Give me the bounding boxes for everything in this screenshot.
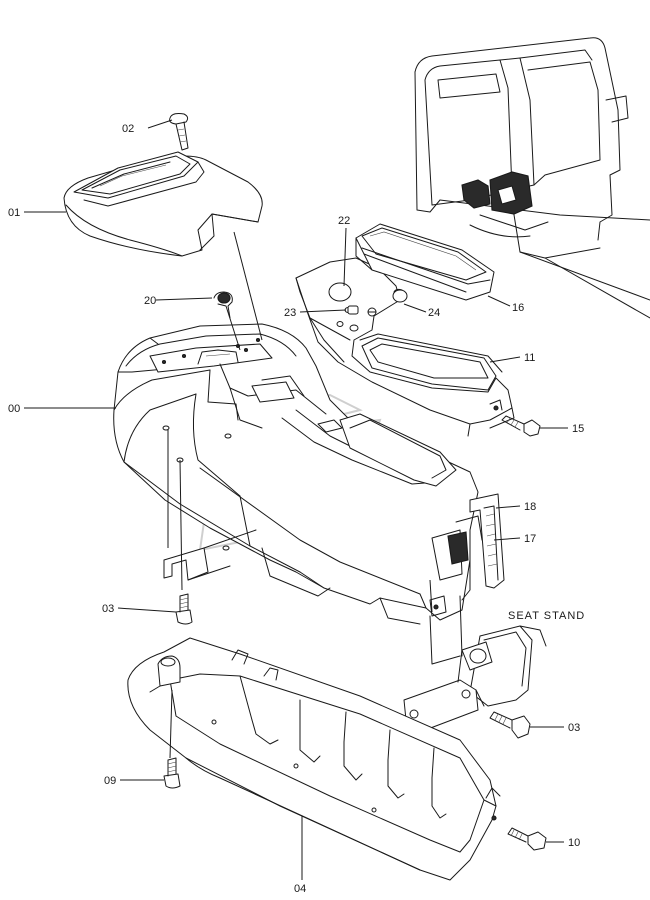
callout-18: 18 [524,501,536,513]
part-23-switch [347,305,377,317]
callout-labels: 01 02 20 00 03 09 04 22 23 24 16 11 15 1… [8,123,585,895]
part-20-clip [213,291,233,319]
excavator-cab-illustration [414,37,650,319]
part-09-bolt [163,757,181,789]
part-04-under-tray [127,637,501,881]
part-03-bolt-upper [175,593,193,625]
callout-23: 23 [284,307,296,319]
callout-03-upper: 03 [102,603,114,615]
seat-stand-label: SEAT STAND [508,610,585,622]
part-17-18-rear-bracket [429,493,505,665]
callout-22: 22 [338,215,350,227]
callout-20: 20 [144,295,156,307]
callout-17: 17 [524,533,536,545]
part-24-knob [392,288,408,303]
callout-09: 09 [104,775,116,787]
part-16-storage-box [355,223,495,301]
part-11-tray [295,257,515,437]
callout-10: 10 [568,837,580,849]
part-01-upper-cover [63,151,263,257]
callout-11: 11 [524,352,535,364]
callout-00: 00 [8,403,20,415]
callout-leaders [24,119,568,880]
callout-15: 15 [572,423,584,435]
assembly-lines [167,231,433,759]
part-15-bolt [501,415,541,437]
part-10-bolt [507,827,547,851]
callout-02: 02 [122,123,134,135]
callout-16: 16 [512,302,524,314]
part-03-bolt-lower [489,711,531,739]
callout-03-lower: 03 [568,722,580,734]
part-02-bolt [169,113,189,151]
part-00-console-body [113,323,479,625]
callout-04: 04 [294,883,306,895]
callout-01: 01 [8,207,20,219]
seat-stand-bracket [403,625,547,733]
callout-24: 24 [428,307,440,319]
